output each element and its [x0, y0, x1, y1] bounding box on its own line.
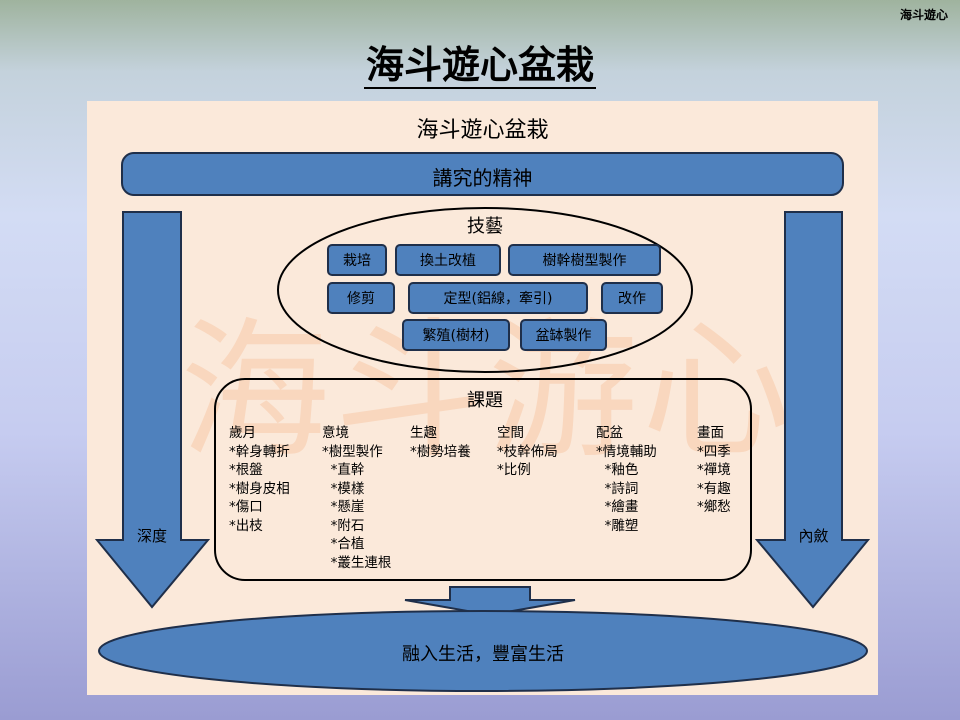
topic-item: *根盤	[229, 462, 263, 478]
center-arrow	[404, 586, 576, 617]
skill-box: 繁殖(樹材)	[402, 319, 510, 351]
topic-item: *情境輔助	[596, 443, 657, 460]
bottom-label: 融入生活，豐富生活	[402, 644, 564, 665]
topic-item: *直幹	[322, 462, 365, 478]
topic-column: 歲月 *幹身轉折 *根盤 *樹身皮相 *傷口 *出枝	[229, 424, 290, 535]
skill-box: 改作	[601, 282, 663, 314]
right-arrow	[754, 211, 871, 609]
topic-item: *禪境	[697, 462, 731, 478]
topic-item: *懸崖	[322, 499, 365, 515]
topic-column: 畫面 *四季 *禪境 *有趣 *鄉愁	[697, 424, 731, 517]
skill-box: 定型(鋁線，牽引)	[408, 282, 588, 314]
topic-item: *詩詞	[596, 480, 639, 497]
topic-title: 意境	[322, 425, 349, 441]
skill-box: 換土改植	[395, 244, 501, 276]
bottom-ellipse	[98, 610, 868, 692]
skill-box: 樹幹樹型製作	[508, 244, 661, 276]
topic-item: *雕塑	[596, 517, 639, 534]
topic-item: *叢生連根	[322, 554, 392, 571]
topic-title: 配盆	[596, 425, 623, 441]
topics-label: 課題	[467, 390, 503, 411]
slide-title: 海斗遊心盆栽	[0, 34, 960, 89]
topic-title: 畫面	[697, 425, 724, 441]
topic-item: *比例	[497, 462, 531, 478]
topic-title: 生趣	[410, 425, 437, 441]
right-arrow-label: 內斂	[798, 527, 829, 545]
topic-item: *釉色	[596, 462, 639, 478]
spirit-label: 講究的精神	[432, 166, 533, 190]
topic-item: *樹身皮相	[229, 480, 290, 497]
topic-item: *樹型製作	[322, 443, 383, 460]
corner-label: 海斗遊心	[899, 8, 948, 22]
topic-item: *幹身轉折	[229, 443, 290, 460]
topic-item: *模樣	[322, 480, 365, 497]
topic-item: *附石	[322, 517, 365, 534]
topics-frame	[214, 378, 752, 581]
diagram-heading: 海斗遊心盆栽	[416, 118, 549, 143]
skill-box: 栽培	[327, 244, 387, 276]
topic-item: *合植	[322, 536, 365, 552]
topic-item: *枝幹佈局	[497, 443, 558, 460]
skills-label: 技藝	[467, 216, 503, 237]
topic-column: 生趣 *樹勢培養	[410, 424, 471, 461]
topic-column: 空間 *枝幹佈局 *比例	[497, 424, 558, 480]
skill-box: 修剪	[327, 282, 395, 314]
topic-item: *鄉愁	[697, 499, 731, 515]
topic-title: 空間	[497, 425, 524, 441]
skills-ellipse	[277, 207, 693, 373]
topic-item: *出枝	[229, 517, 263, 534]
topic-item: *四季	[697, 443, 731, 460]
topic-title: 歲月	[229, 425, 256, 441]
skill-box: 盆缽製作	[520, 319, 607, 351]
topic-item: *有趣	[697, 480, 731, 497]
left-arrow	[94, 211, 211, 609]
topic-item: *傷口	[229, 499, 263, 515]
topic-column: 意境 *樹型製作 *直幹 *模樣 *懸崖 *附石 *合植 *叢生連根	[322, 424, 391, 572]
spirit-bar	[121, 152, 844, 196]
topic-item: *樹勢培養	[410, 443, 471, 460]
topic-column: 配盆 *情境輔助 *釉色 *詩詞 *繪畫 *雕塑	[596, 424, 657, 535]
slide-title-text: 海斗遊心盆栽	[363, 42, 596, 89]
topic-item: *繪畫	[596, 499, 639, 515]
left-arrow-label: 深度	[136, 527, 167, 545]
